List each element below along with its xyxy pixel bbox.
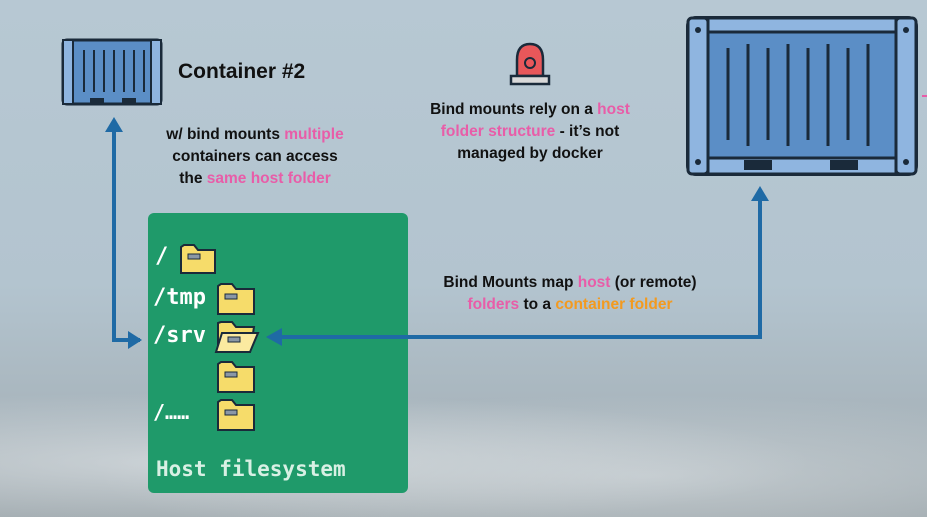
note-multiple-containers: w/ bind mounts multiple containers can a… xyxy=(150,124,360,190)
note-map-l1a: Bind Mounts map xyxy=(443,274,578,291)
note-multiple-l1b: multiple xyxy=(284,126,344,143)
note-map-l1c: (or remote) xyxy=(610,274,697,291)
note-map-l2a: folders xyxy=(467,296,520,313)
note-map-l2b: to a xyxy=(519,296,556,313)
arrow-srv-to-container2 xyxy=(105,117,142,349)
arrow-container-to-srv xyxy=(266,186,769,346)
container2-title: Container #2 xyxy=(178,60,306,83)
host-filesystem-title: Host filesystem xyxy=(156,457,346,481)
note-bind-map: Bind Mounts map host (or remote) folders… xyxy=(420,272,720,316)
note-host-l1a: Bind mounts rely on a xyxy=(430,101,598,118)
note-host-l1b: host xyxy=(597,101,630,118)
container-main-icon xyxy=(686,16,918,176)
note-multiple-l2: containers can access xyxy=(172,148,338,165)
note-multiple-l3a: the xyxy=(179,170,207,187)
note-multiple-l3b: same host folder xyxy=(206,170,331,187)
note-host-l2b: - it’s not xyxy=(555,123,620,140)
note-host-l3: managed by docker xyxy=(457,145,603,162)
note-map-l1b: host xyxy=(577,274,611,291)
folder-icon-tmp xyxy=(217,283,255,315)
container2-icon xyxy=(61,38,163,106)
folder-icon-root xyxy=(180,244,216,274)
note-multiple-l1a: w/ bind mounts xyxy=(166,126,285,143)
note-host-l2a: folder structure xyxy=(440,123,556,140)
folder-icon-more xyxy=(217,399,255,431)
alarm-light-icon xyxy=(509,42,551,86)
path-srv: /srv xyxy=(153,323,206,348)
path-root: / xyxy=(155,244,169,269)
note-host-structure: Bind mounts rely on a host folder struct… xyxy=(410,99,650,165)
path-more: /…… xyxy=(153,400,190,424)
path-tmp: /tmp xyxy=(153,285,206,310)
folder-icon-srv-open xyxy=(214,321,260,353)
folder-icon-extra xyxy=(217,361,255,393)
note-map-l2c: container folder xyxy=(555,296,673,313)
